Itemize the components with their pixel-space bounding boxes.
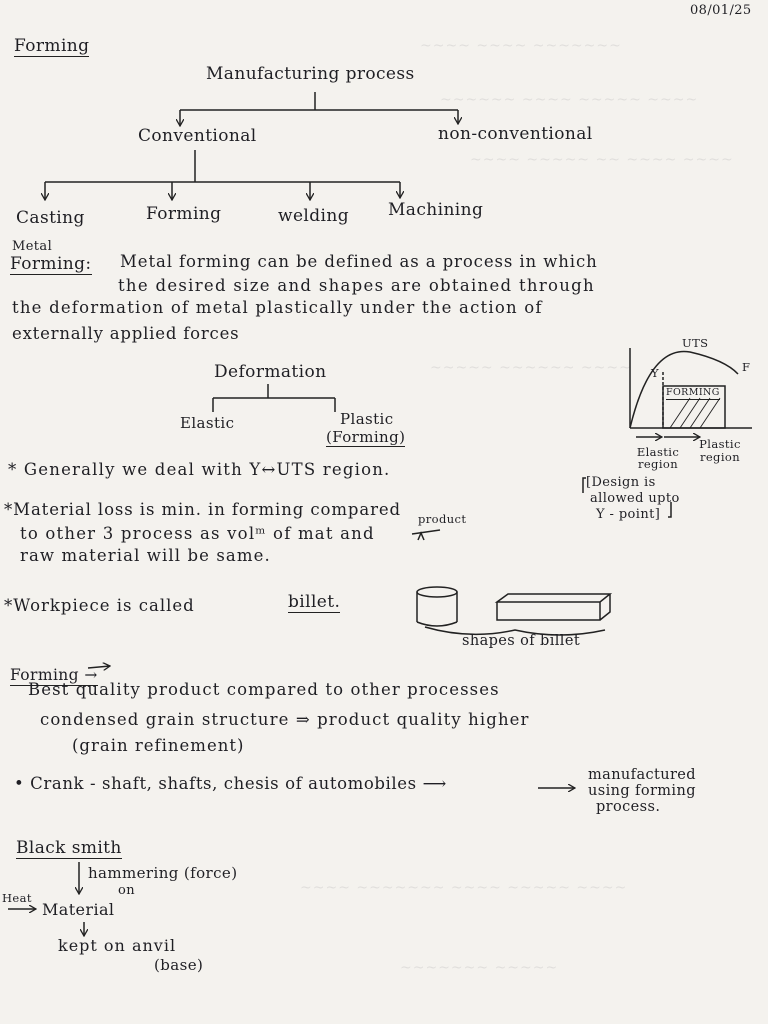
bullet-material-loss-insert: product [418, 512, 467, 526]
billet-caption: shapes of billet [462, 633, 581, 649]
blacksmith-heat: Heat [2, 891, 32, 905]
billet-cylinder [416, 592, 458, 622]
bullet-region: * Generally we deal with Y↔UTS region. [8, 460, 391, 479]
page-title: Forming [14, 36, 90, 57]
definition-line2: the desired size and shapes are obtained… [118, 276, 595, 295]
tree-leaf-forming: Forming [146, 204, 222, 224]
stress-strain-curve [629, 350, 739, 429]
definition-line4: externally applied forces [12, 324, 240, 343]
bleed-through-text: ~~~~~~ ~~~~ ~~~~~ ~~~~ [440, 92, 699, 108]
blacksmith-title: Black smith [16, 838, 122, 859]
bullet-material-loss-line1: *Material loss is min. in forming compar… [4, 500, 401, 519]
graph-note-line2: allowed upto [590, 491, 680, 506]
tree-right: non-conventional [438, 124, 593, 144]
definition-line3: the deformation of metal plastically und… [12, 298, 543, 317]
bullet-material-loss-line3: raw material will be same. [20, 546, 271, 565]
bleed-through-text: ~~~~~ ~~~~~~ ~~~~ [430, 360, 632, 376]
advantages-head2: Best quality product compared to other p… [28, 680, 500, 699]
bleed-through-text: ~~~~ ~~~~~~~ ~~~~ ~~~~~ ~~~~ [300, 880, 628, 896]
blacksmith-base: (base) [154, 956, 204, 974]
advantages-applications-right3: process. [596, 799, 661, 815]
bleed-through-text: ~~~~ ~~~~ ~~~~~~~ [420, 38, 622, 54]
definition-term-line1: Metal [12, 239, 53, 254]
deformation-plastic-sub: (Forming) [326, 428, 406, 447]
advantages-head1: Forming → [10, 666, 98, 686]
forming-region-box [662, 385, 726, 429]
graph-y-label: Y [651, 366, 659, 380]
advantages-refinement: (grain refinement) [72, 736, 245, 755]
tree-leaf-machining: Machining [388, 200, 484, 220]
blacksmith-hammer: hammering (force) [88, 864, 238, 882]
advantages-applications-right2: using forming [588, 783, 696, 799]
advantages-applications: • Crank - shaft, shafts, chesis of autom… [14, 774, 447, 793]
graph-plastic-region: Plastic region [699, 437, 741, 464]
definition-line1: Metal forming can be defined as a proces… [120, 252, 598, 271]
deformation-elastic: Elastic [180, 414, 235, 432]
graph-note-line3: Y - point] [596, 507, 661, 522]
graph-forming-label: FORMING [666, 387, 720, 400]
bullet-billet-term: billet. [288, 592, 341, 613]
bullet-material-loss-line2: to other 3 process as volᵐ of mat and [20, 524, 375, 543]
graph-f-label: F [742, 360, 751, 374]
bullet-workpiece: *Workpiece is called [4, 596, 195, 615]
tree-root: Manufacturing process [206, 64, 415, 84]
graph-note-line1: [Design is [586, 475, 656, 490]
deformation-plastic: Plastic [340, 410, 394, 428]
advantages-grain: condensed grain structure ⇒ product qual… [40, 710, 530, 729]
deformation-title: Deformation [214, 362, 327, 382]
blacksmith-anvil: kept on anvil [58, 936, 177, 955]
advantages-applications-right1: manufactured [588, 767, 696, 783]
blacksmith-material: Material [42, 900, 115, 919]
bleed-through-text: ~~~~ ~~~~~ ~~ ~~~~ ~~~~ [470, 152, 734, 168]
graph-uts-label: UTS [682, 336, 709, 350]
graph-elastic-region: Elastic region [636, 445, 680, 472]
billet-block [494, 593, 613, 621]
tree-leaf-casting: Casting [16, 208, 85, 228]
tree-leaf-welding: welding [278, 206, 349, 226]
page-date: 08/01/25 [690, 3, 752, 18]
tree-left: Conventional [138, 126, 257, 146]
definition-term-line2: Forming: [10, 254, 92, 275]
bleed-through-text: ~~~~~~~ ~~~~~ [400, 960, 559, 976]
blacksmith-on: on [118, 883, 135, 898]
